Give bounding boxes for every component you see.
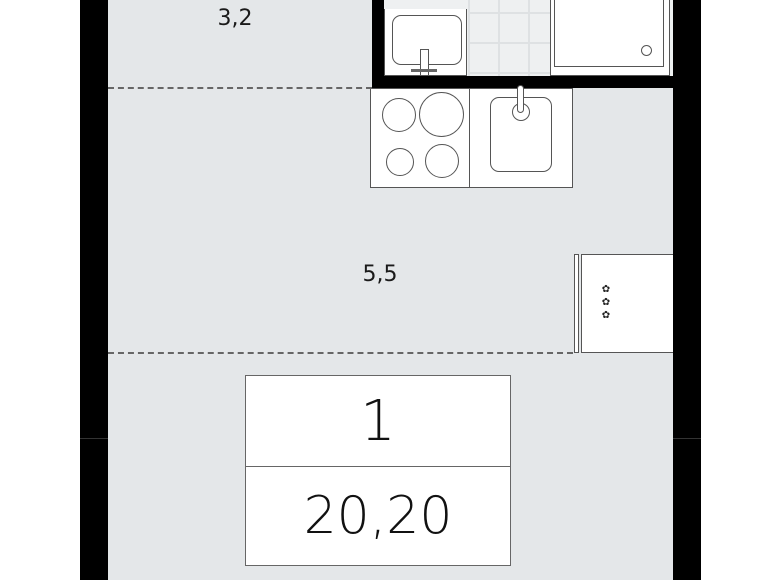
wall-right-joint	[673, 438, 701, 439]
hallway-area-label: 3,2	[217, 6, 253, 31]
burner-large-top-right	[419, 92, 464, 137]
radiator-frame	[574, 254, 579, 353]
room-count: 1	[246, 376, 510, 467]
kitchen-sink-tap	[517, 85, 524, 113]
cooktop	[370, 88, 470, 188]
wall-right	[673, 16, 701, 580]
bathroom-tile-floor	[468, 0, 550, 76]
burner-small-top-left	[382, 98, 416, 132]
burner-medium-bottom-right	[425, 144, 459, 178]
shower-tray-inner	[554, 0, 664, 67]
washbasin-tap-base	[411, 69, 437, 72]
total-area: 20,20	[303, 486, 453, 546]
wall-left	[80, 0, 108, 580]
kitchen-sink	[469, 85, 573, 188]
zone-divider-hallway-kitchen	[108, 87, 372, 89]
shower-tray	[550, 0, 670, 76]
burner-small-bottom-left	[386, 148, 414, 176]
radiator-heat-icon: ✿✿✿	[601, 284, 611, 321]
zone-divider-kitchen-living	[108, 352, 573, 354]
washbasin	[384, 9, 467, 76]
shower-drain-icon	[641, 45, 652, 56]
bathroom-wall-bottom	[372, 76, 673, 88]
kitchen-area-label: 5,5	[362, 262, 398, 287]
washbasin-tap	[420, 49, 429, 76]
radiator: ✿✿✿	[581, 254, 673, 353]
apartment-summary-box: 1 20,20	[245, 375, 511, 566]
bathroom-wall-left	[372, 0, 384, 88]
wall-right-top	[670, 0, 701, 16]
wall-left-joint	[80, 438, 108, 439]
